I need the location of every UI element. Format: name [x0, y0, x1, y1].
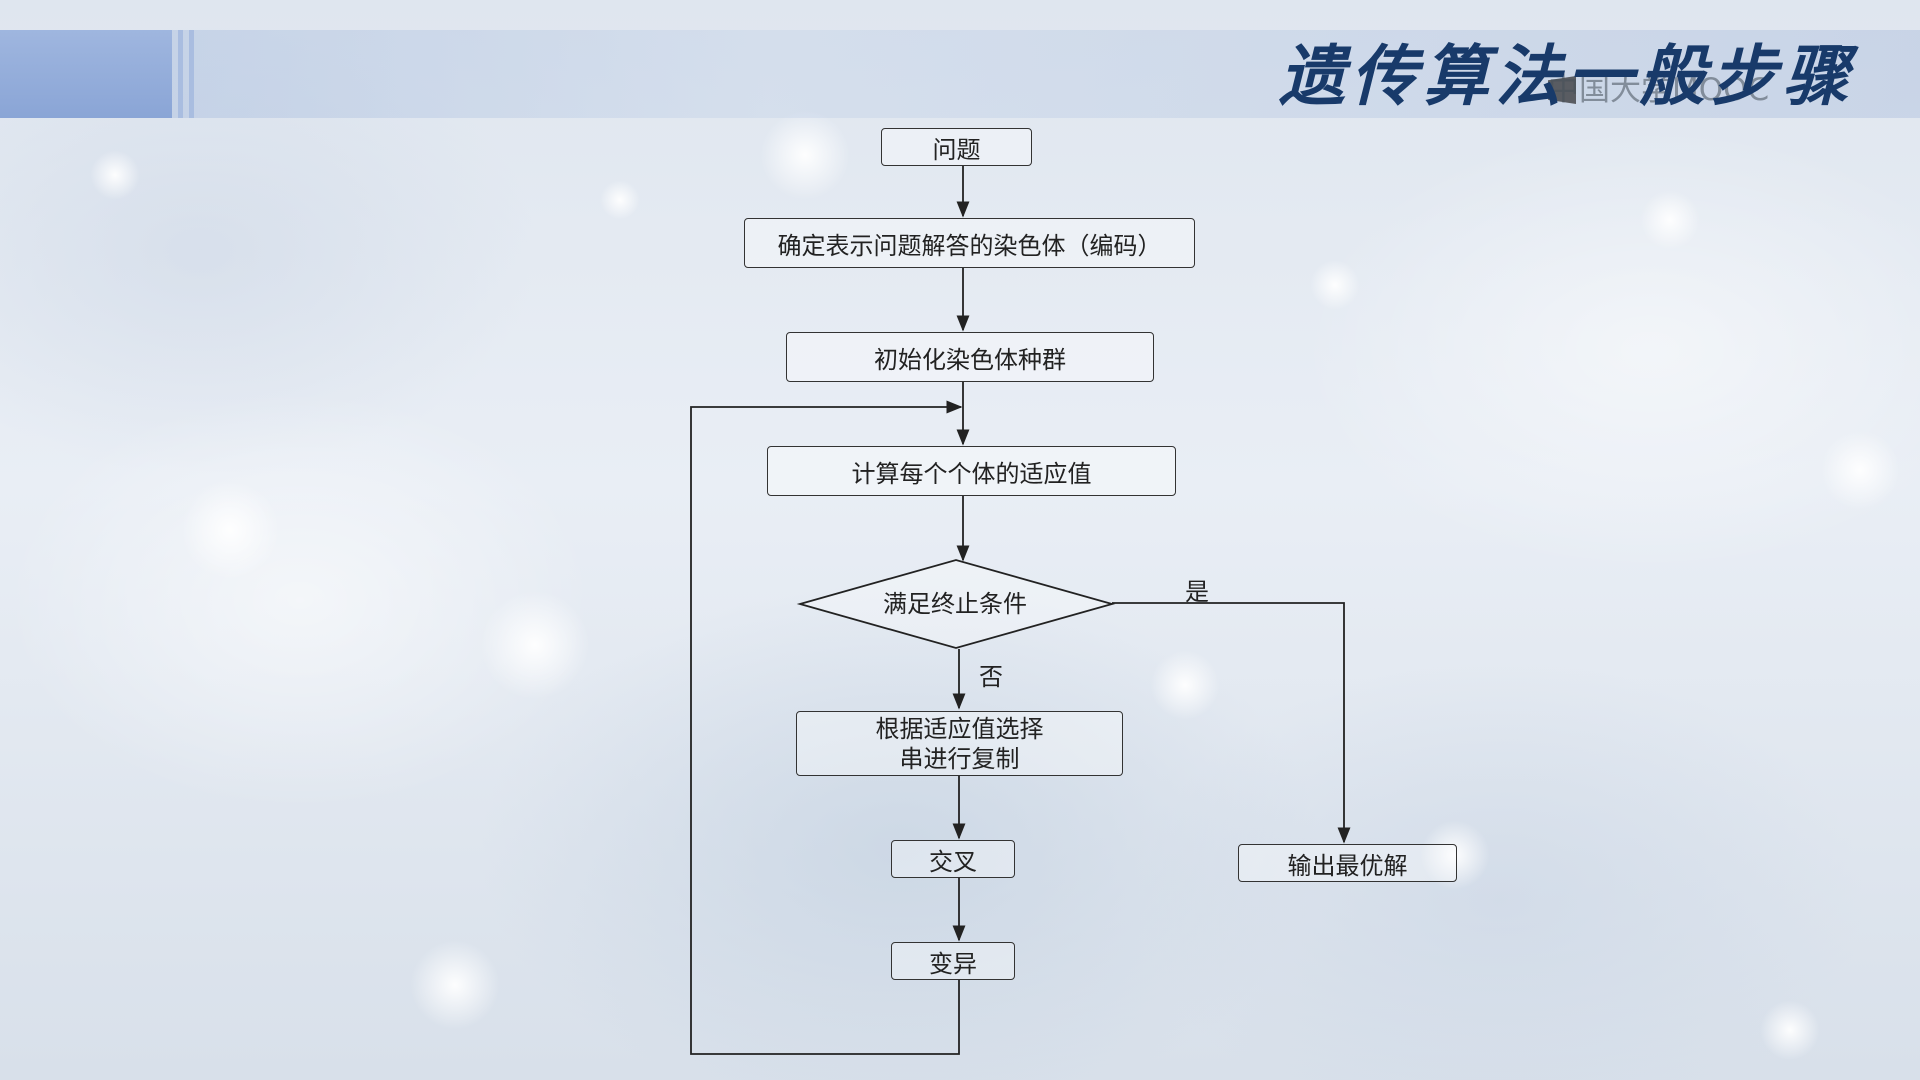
node-output: 输出最优解 [1238, 844, 1457, 882]
node-mutation-label: 变异 [929, 949, 977, 978]
bokeh-light [1760, 1000, 1820, 1060]
node-init: 初始化染色体种群 [786, 332, 1154, 382]
node-output-label: 输出最优解 [1287, 851, 1408, 880]
node-encode-label: 确定表示问题解答的染色体（编码） [777, 231, 1162, 260]
node-select: 根据适应值选择 串进行复制 [796, 711, 1123, 776]
node-crossover: 交叉 [891, 840, 1015, 878]
bokeh-light [1640, 190, 1700, 250]
header-divider [189, 30, 194, 118]
edge-loop-back [690, 400, 963, 1055]
node-init-label: 初始化染色体种群 [874, 345, 1066, 374]
bokeh-light [180, 480, 280, 580]
node-problem: 问题 [881, 128, 1032, 166]
node-select-label-line2: 串进行复制 [899, 744, 1020, 773]
node-encode: 确定表示问题解答的染色体（编码） [744, 218, 1195, 268]
bokeh-light [1820, 430, 1900, 510]
header-divider [178, 30, 183, 118]
bokeh-light [480, 590, 590, 700]
bokeh-light [760, 110, 850, 200]
bokeh-light [1310, 260, 1360, 310]
page-title: 遗传算法一般步骤 [1279, 37, 1855, 115]
node-select-label-line1: 根据适应值选择 [875, 714, 1044, 743]
header-band [0, 30, 1920, 118]
edge-label-yes: 是 [1185, 578, 1209, 606]
edge-label-no: 否 [979, 663, 1003, 691]
bokeh-light [90, 150, 140, 200]
node-mutation: 变异 [891, 942, 1015, 980]
decision-diamond [796, 559, 1116, 649]
node-fitness-label: 计算每个个体的适应值 [851, 459, 1092, 488]
edge-decision-output [1112, 602, 1351, 844]
bokeh-light [600, 180, 640, 220]
mooc-logo-icon [1548, 76, 1576, 104]
node-problem-label: 问题 [932, 135, 981, 164]
bokeh-light [1150, 650, 1220, 720]
header-accent-block [0, 30, 172, 118]
node-crossover-label: 交叉 [929, 847, 977, 876]
node-fitness: 计算每个个体的适应值 [767, 446, 1176, 496]
bokeh-light [410, 940, 500, 1030]
node-decision-label: 满足终止条件 [883, 590, 1027, 618]
watermark-text: 中国大学MOOC [1548, 72, 1770, 108]
